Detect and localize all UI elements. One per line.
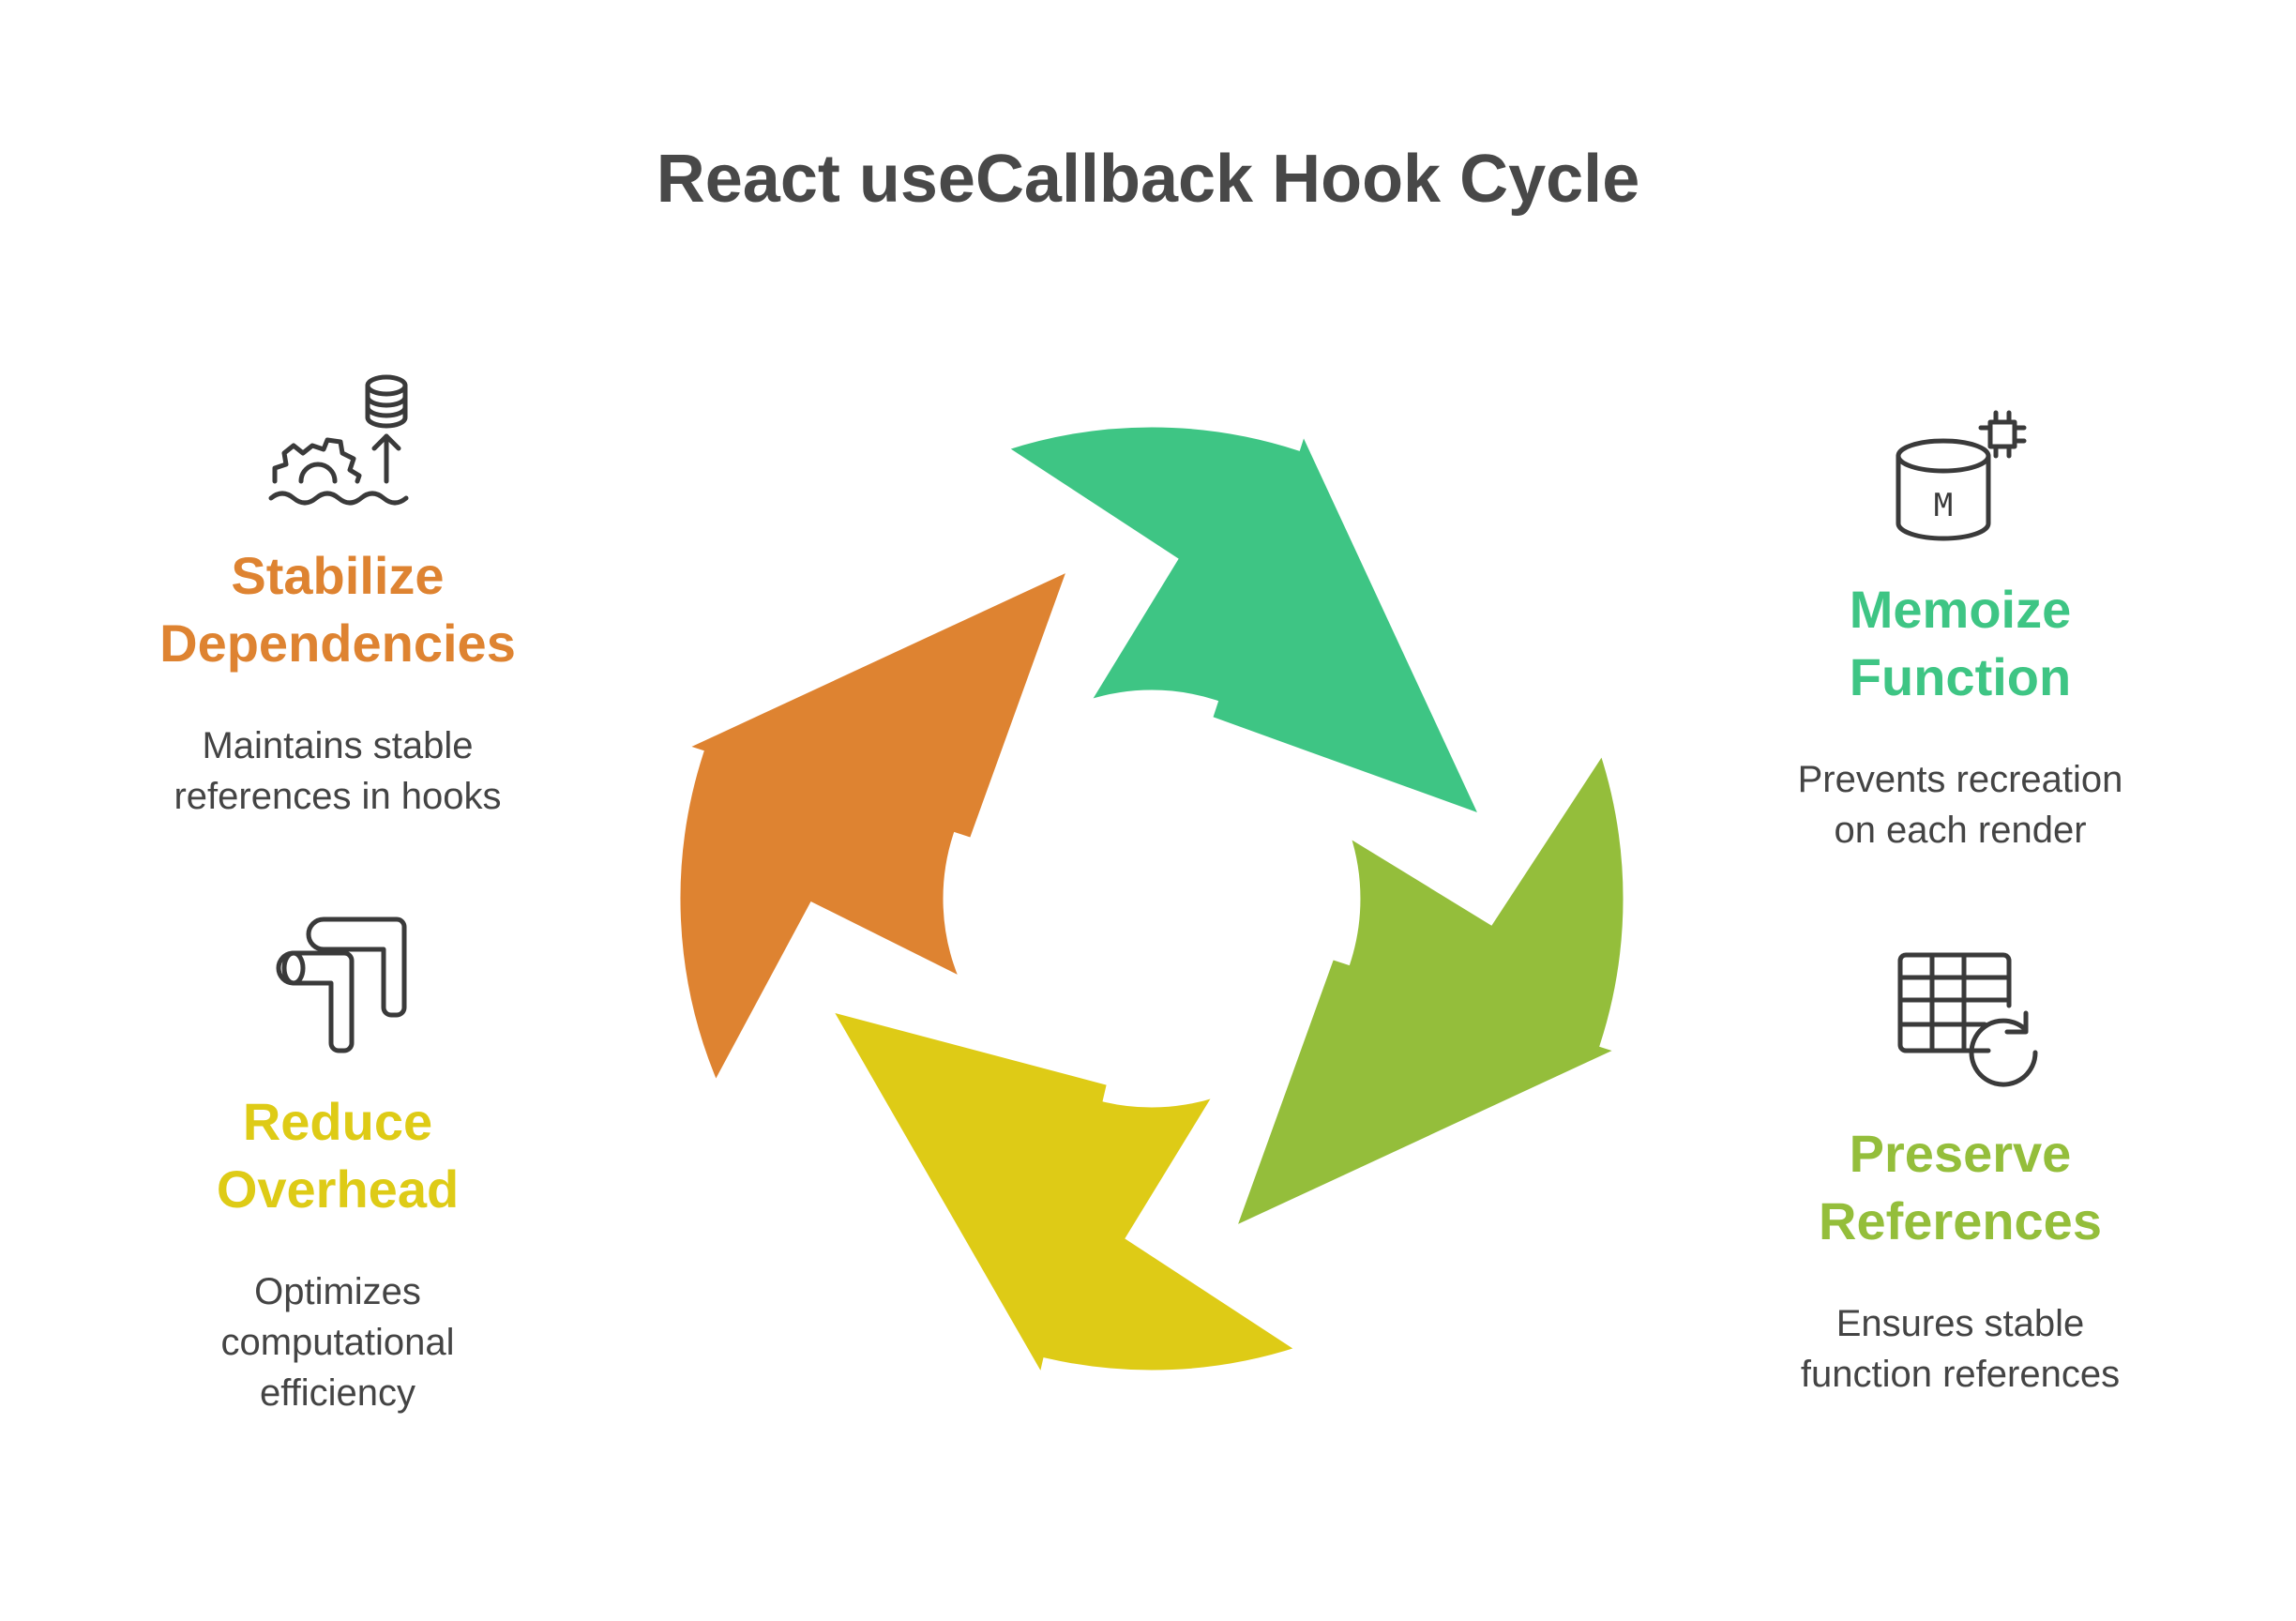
- step-reduce-overhead: Reduce Overhead Optimizes computational …: [122, 1088, 553, 1418]
- step-description: Ensures stable function references: [1800, 1303, 2121, 1395]
- gear-database-arrow-icon: [267, 371, 417, 521]
- step-description: Optimizes computational efficiency: [220, 1271, 455, 1414]
- page-title: React useCallback Hook Cycle: [656, 142, 1640, 217]
- pipe-elbow-icon: [267, 908, 417, 1058]
- table-refresh-icon: [1895, 947, 2045, 1098]
- step-preserve-references: Preserve References Ensures stable funct…: [1745, 1120, 2176, 1400]
- step-memoize-function: Memoize Function Prevents recreation on …: [1745, 576, 2176, 856]
- memoize-icon-letter: M: [1934, 487, 1953, 524]
- cycle-arrow-stabilize: [675, 564, 1074, 1090]
- cycle-arrow-reduce: [825, 1006, 1304, 1384]
- cycle-arrows: [675, 422, 1628, 1384]
- step-heading: Reduce Overhead: [216, 1092, 460, 1219]
- cycle-arrow-preserve: [1230, 747, 1628, 1234]
- memory-cylinder-chip-icon: M: [1885, 405, 2035, 555]
- cycle-arrow-memoize: [1000, 422, 1487, 821]
- step-heading: Preserve References: [1819, 1124, 2102, 1250]
- step-heading: Stabilize Dependencies: [159, 546, 516, 673]
- step-heading: Memoize Function: [1849, 580, 2072, 706]
- step-description: Prevents recreation on each render: [1797, 759, 2123, 851]
- step-stabilize-dependencies: Stabilize Dependencies Maintains stable …: [122, 542, 553, 822]
- step-description: Maintains stable references in hooks: [174, 725, 502, 817]
